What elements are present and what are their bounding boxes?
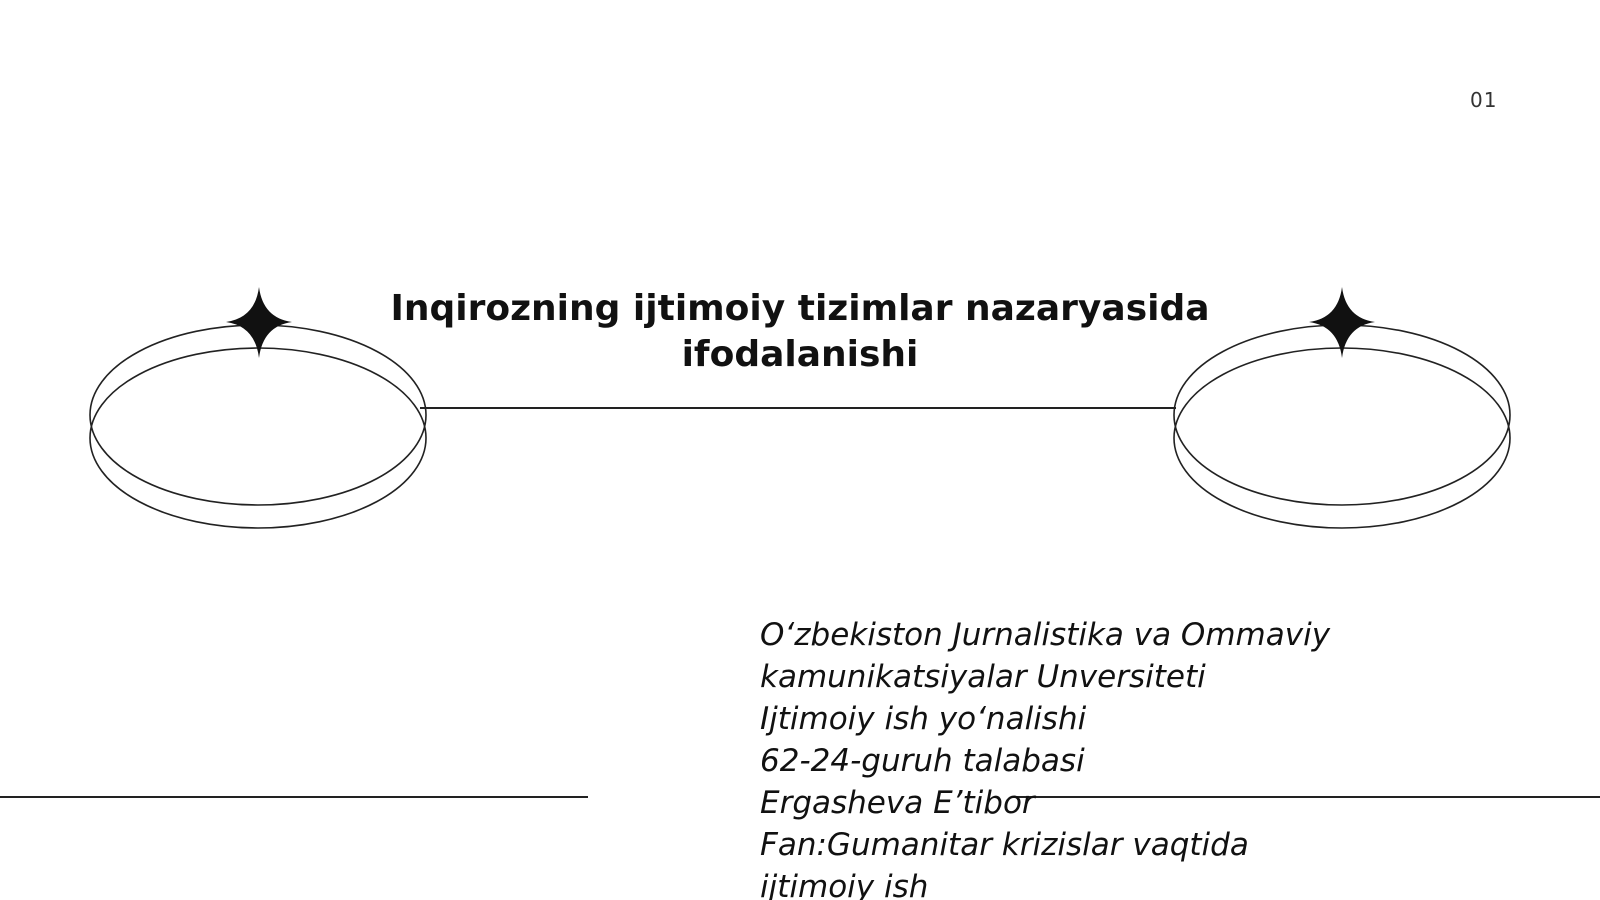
- page-number: 01: [1470, 88, 1498, 112]
- info-line-direction: Ijtimoiy ish yo‘nalishi: [760, 701, 1087, 737]
- author-info-block: O‘zbekiston Jurnalistika va Ommaviy kamu…: [760, 614, 1400, 900]
- info-line-student-name: Ergasheva E’tibor: [760, 785, 1035, 821]
- right-sparkle-icon: [1309, 287, 1375, 358]
- left-sparkle-icon: [226, 287, 292, 358]
- info-line-university: O‘zbekiston Jurnalistika va Ommaviy: [760, 617, 1331, 653]
- info-line-subject: Fan:Gumanitar krizislar vaqtida: [760, 827, 1249, 863]
- info-line-group: 62-24-guruh talabasi: [760, 743, 1085, 779]
- info-line-university-cont: kamunikatsiyalar Unversiteti: [760, 659, 1206, 695]
- slide-title: Inqirozning ijtimoiy tizimlar nazaryasid…: [390, 288, 1210, 375]
- info-line-subject-cont: ijtimoiy ish: [760, 869, 929, 900]
